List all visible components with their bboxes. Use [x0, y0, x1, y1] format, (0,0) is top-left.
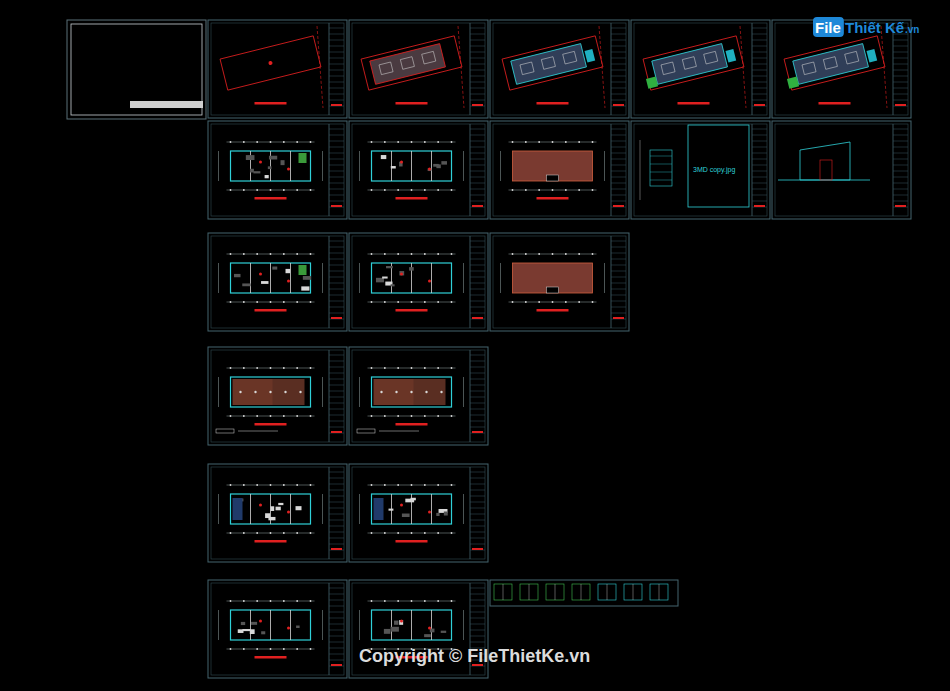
- sheet-set: [67, 20, 911, 678]
- logo-text: Thiết Kế: [845, 20, 904, 35]
- watermark: Copyright © FileThietKe.vn: [359, 647, 590, 665]
- logo-text: File: [815, 20, 841, 35]
- logo-box: [813, 17, 844, 37]
- image-placeholder: 3MD copy.jpg: [693, 166, 735, 173]
- logo-suffix: .vn: [905, 25, 919, 35]
